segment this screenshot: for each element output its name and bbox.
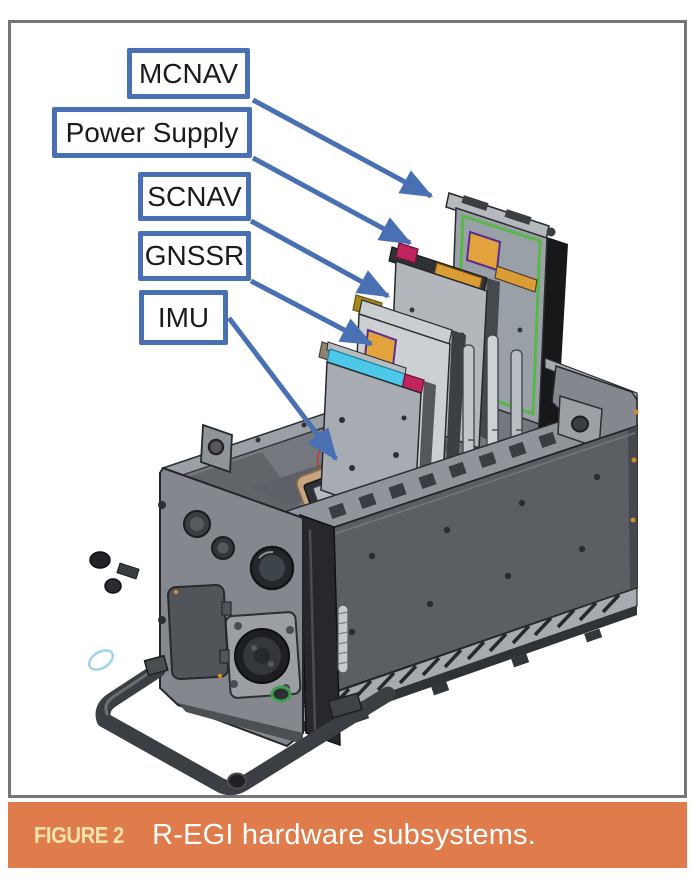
handle-bracket [327, 692, 363, 719]
power-supply-connector [395, 242, 419, 264]
eyelet-bracket [200, 423, 233, 474]
grounding-port [270, 685, 292, 703]
label-mcnav: MCNAV [127, 48, 250, 99]
wire-loop [87, 649, 115, 671]
arrow-mcnav [251, 97, 434, 199]
arrow-scnav [249, 218, 391, 299]
left-fittings [89, 551, 140, 594]
annotation-arrows [227, 97, 434, 461]
junction-box [167, 584, 229, 680]
label-gnssr: GNSSR [138, 231, 251, 281]
label-power-supply: Power Supply [52, 107, 252, 158]
label-scnav-text: SCNAV [147, 180, 242, 212]
carry-handle [87, 649, 396, 796]
label-scnav: SCNAV [138, 172, 251, 221]
figure-number: FIGURE 2 [34, 821, 124, 848]
arrow-gnssr [249, 278, 374, 347]
label-power-supply-text: Power Supply [65, 116, 239, 148]
caption-text: R-EGI hardware subsystems. [152, 818, 537, 851]
label-mcnav-text: MCNAV [138, 57, 239, 89]
label-gnssr-text: GNSSR [144, 240, 245, 271]
chassis-end-cap [544, 357, 639, 450]
chassis-front-panel [158, 466, 304, 748]
label-imu-text: IMU [157, 301, 210, 333]
label-imu: IMU [139, 290, 228, 345]
chassis-side-panel [289, 424, 638, 707]
figure-caption: FIGURE 2 R-EGI hardware subsystems. [8, 802, 687, 868]
arrow-imu [227, 316, 338, 461]
arrow-power-supply [251, 155, 413, 246]
